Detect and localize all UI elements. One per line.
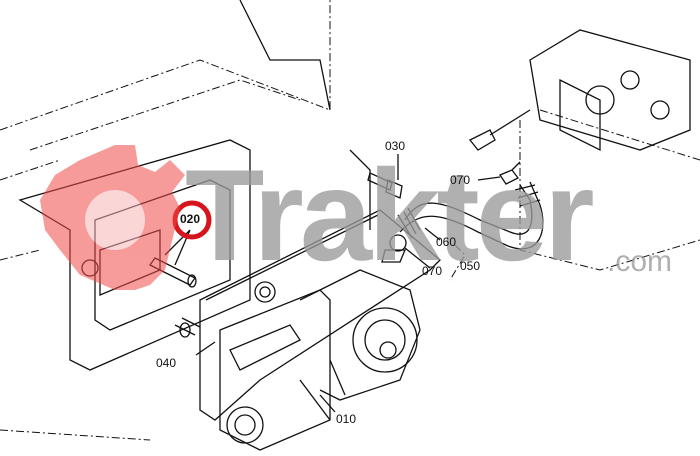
part-label-030[interactable]: 030 xyxy=(385,139,406,153)
part-label-020[interactable]: 020 xyxy=(180,212,201,226)
watermark-brand: Trakter xyxy=(185,142,595,288)
part-label-070-upper[interactable]: 070 xyxy=(450,173,471,187)
hose-060 xyxy=(397,181,544,250)
hydraulic-pump xyxy=(219,269,421,451)
part-label-010[interactable]: 010 xyxy=(336,412,357,426)
part-label-060[interactable]: 060 xyxy=(436,235,457,249)
gasket-plate xyxy=(199,149,441,421)
part-label-040[interactable]: 040 xyxy=(156,356,177,370)
leader-lines xyxy=(164,154,501,413)
part-label-050[interactable]: 050 xyxy=(460,259,481,273)
bolt-030 xyxy=(367,172,403,199)
fitting-070-upper xyxy=(499,161,521,185)
transmission-housing xyxy=(0,0,331,441)
valve-block xyxy=(468,29,700,271)
watermark-suffix: .com xyxy=(607,245,673,278)
part-label-070-lower[interactable]: 070 xyxy=(422,264,443,278)
watermark-gear-logo xyxy=(40,145,185,290)
fitting-070-lower xyxy=(381,234,407,263)
